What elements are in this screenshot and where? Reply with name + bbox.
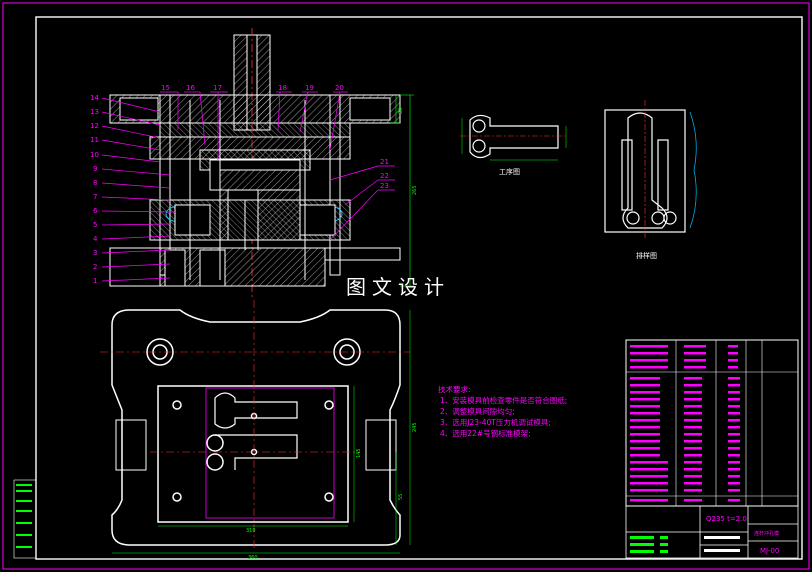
callouts-top bbox=[160, 91, 348, 160]
margin-table bbox=[13, 479, 37, 559]
dim-plan-inner: 145 bbox=[356, 448, 362, 458]
plan-center-lines bbox=[100, 300, 410, 550]
layout-label: 排样图 bbox=[636, 251, 657, 260]
callout-20: 20 bbox=[335, 84, 344, 92]
dim-plan-outer: 360 bbox=[248, 555, 258, 561]
workpiece-dims bbox=[461, 118, 567, 161]
title-block-fills bbox=[630, 536, 740, 553]
tech-req-title: 技术要求: bbox=[438, 384, 471, 394]
tech-req-item-2: 2、调整模具间隙均匀; bbox=[440, 406, 515, 416]
callout-2: 2 bbox=[93, 263, 97, 271]
callout-19: 19 bbox=[305, 84, 314, 92]
front-section-view bbox=[109, 28, 401, 300]
tech-req-item-1: 1、安装模具前检查零件是否符合图纸; bbox=[440, 395, 567, 405]
callout-23: 23 bbox=[380, 182, 389, 190]
tech-req-item-4: 4、选用22#号钢标准模架; bbox=[440, 428, 531, 438]
callout-10: 10 bbox=[90, 151, 99, 159]
parts-list bbox=[625, 339, 799, 507]
title-block bbox=[625, 505, 799, 559]
callout-16: 16 bbox=[186, 84, 195, 92]
callout-5: 5 bbox=[93, 221, 97, 229]
callouts-right bbox=[329, 165, 395, 241]
callout-7: 7 bbox=[93, 193, 97, 201]
dim-front-total: 265 bbox=[412, 185, 418, 195]
workpiece-label: 工序图 bbox=[499, 167, 520, 176]
callout-22: 22 bbox=[380, 172, 389, 180]
callout-4: 4 bbox=[93, 235, 98, 243]
drawing-number: MJ-00 bbox=[760, 547, 779, 555]
callout-14: 14 bbox=[90, 94, 99, 102]
inner-frame bbox=[35, 16, 803, 560]
plan-view bbox=[111, 309, 401, 546]
dim-plan-width: 310 bbox=[246, 528, 256, 534]
callout-11: 11 bbox=[90, 136, 99, 144]
callout-labels-top: 15 16 17 18 19 20 bbox=[161, 84, 344, 92]
dim-plan-height: 245 bbox=[412, 422, 418, 432]
callout-3: 3 bbox=[93, 249, 97, 257]
part-name: 连杆冲孔模 bbox=[754, 530, 779, 537]
front-dims bbox=[390, 94, 414, 287]
callout-13: 13 bbox=[90, 108, 99, 116]
workpiece-view bbox=[460, 114, 565, 159]
material-spec: Q235 t=2.0 bbox=[706, 515, 747, 523]
callout-labels-right: 21 22 23 bbox=[380, 158, 389, 190]
callout-21: 21 bbox=[380, 158, 389, 166]
callout-labels-left: 14 13 12 11 10 9 8 7 6 5 4 3 2 1 bbox=[90, 94, 99, 285]
callout-17: 17 bbox=[213, 84, 222, 92]
callout-6: 6 bbox=[93, 207, 98, 215]
callout-9: 9 bbox=[93, 165, 97, 173]
plan-dims bbox=[112, 310, 411, 554]
tech-requirements: 技术要求: 1、安装模具前检查零件是否符合图纸; 2、调整模具间隙均匀; 3、选… bbox=[438, 384, 567, 438]
dim-plan-offset: 55 bbox=[398, 494, 404, 500]
callout-15: 15 bbox=[161, 84, 170, 92]
callouts-left bbox=[101, 97, 176, 282]
tech-req-item-3: 3、选用J23-40T压力机调试模具; bbox=[440, 417, 551, 427]
callout-8: 8 bbox=[93, 179, 97, 187]
dim-front-top: 30 bbox=[398, 108, 404, 114]
strip-layout-view bbox=[604, 100, 697, 240]
callout-1: 1 bbox=[93, 277, 97, 285]
callout-18: 18 bbox=[278, 84, 287, 92]
watermark: 图文设计 bbox=[346, 275, 450, 299]
callout-12: 12 bbox=[90, 122, 99, 130]
